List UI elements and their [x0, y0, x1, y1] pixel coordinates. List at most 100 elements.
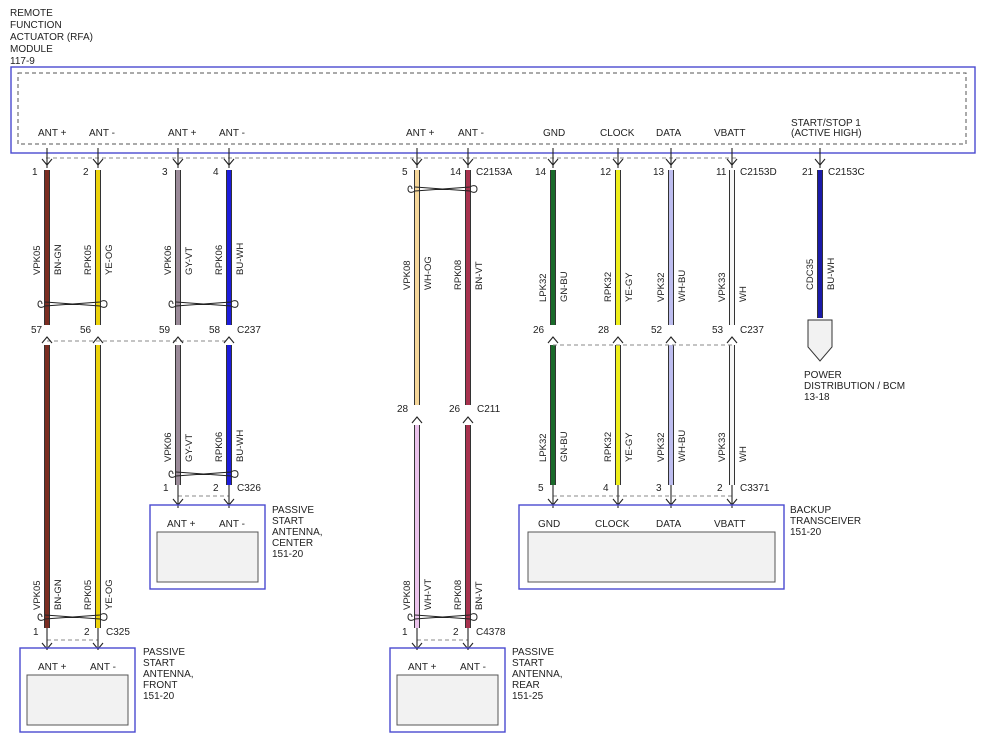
rfa-module-box[interactable]	[10, 66, 976, 154]
wire-color-label: YE-OG	[104, 244, 115, 275]
pin-number: 2	[83, 167, 89, 178]
antenna-front-label-line: 151-20	[143, 691, 175, 702]
wire-color-label: YE-GY	[624, 272, 635, 302]
rfa-pin-label: DATA	[656, 128, 682, 139]
twist-marker	[407, 613, 478, 621]
pin-line	[223, 148, 235, 168]
connector-name-c237-right: C237	[740, 325, 764, 336]
pin-number: 1	[163, 483, 169, 494]
wire-color-label: WH-OG	[423, 256, 434, 290]
c326-pins: 1 2 C326	[163, 483, 261, 508]
pin-line	[462, 148, 474, 168]
wire-circuit-label: LPK32	[538, 273, 549, 302]
wire-circuit-label: RPK05	[83, 245, 94, 275]
pin-arrow	[41, 336, 53, 344]
pin-line	[41, 148, 53, 168]
wire-color-label: GY-VT	[184, 247, 195, 275]
pin-number: 3	[162, 167, 168, 178]
twist-marker	[168, 300, 239, 308]
antenna-center-box[interactable]	[149, 504, 266, 590]
backup-transceiver-label: BACKUP TRANSCEIVER 151-20	[790, 505, 861, 538]
wire-circuit-label: VPK33	[717, 272, 728, 302]
backup-transceiver-pin-label: CLOCK	[595, 519, 630, 530]
wire-color-label: YE-GY	[624, 432, 635, 462]
top-connector-pins: 1 2 3 4 5 14 14 12 13 11 21 C2153A C2153…	[32, 167, 865, 178]
wire-circuit-label: VPK08	[402, 260, 413, 290]
pin-line	[726, 148, 738, 168]
antenna-center-body	[156, 531, 259, 583]
c237-pins: 57 56 59 58 C237 26 28 52 53 C237 28 26 …	[31, 325, 764, 415]
antenna-rear-label: PASSIVE START ANTENNA, REAR 151-25	[512, 647, 563, 702]
upper-wire-labels: VPK05 BN-GN RPK05 YE-OG VPK06 GY-VT RPK0…	[32, 243, 837, 302]
rfa-pin-labels: ANT + ANT - ANT + ANT - ANT + ANT - GND …	[38, 118, 862, 139]
wire-circuit-label: LPK32	[538, 433, 549, 462]
rfa-label-line: ACTUATOR (RFA)	[10, 32, 93, 43]
wire-color-label: YE-OG	[104, 579, 115, 610]
rfa-pin-label: GND	[543, 128, 565, 139]
pin-number: 26	[533, 325, 545, 336]
pin-arrow	[92, 336, 104, 344]
antenna-rear-body	[396, 674, 499, 726]
antenna-rear-label-line: PASSIVE	[512, 647, 554, 658]
connector-name-c211: C211	[477, 404, 501, 415]
antenna-front-pin-label: ANT -	[90, 662, 116, 673]
antenna-center-label: PASSIVE START ANTENNA, CENTER 151-20	[272, 505, 323, 560]
pin-number: 57	[31, 325, 43, 336]
wire-color-label: WH	[738, 286, 749, 302]
power-label-line: DISTRIBUTION / BCM	[804, 381, 905, 392]
pin-number: 11	[716, 167, 727, 178]
wire-circuit-label: RPK06	[214, 432, 225, 462]
wire-color-label: GN-BU	[559, 431, 570, 462]
antenna-front-box[interactable]	[19, 647, 136, 733]
antenna-rear-pin-label: ANT +	[408, 662, 437, 673]
connector-name-c2153a: C2153A	[476, 167, 512, 178]
wire-color-label: BU-WH	[826, 258, 837, 290]
pin-line	[814, 148, 826, 168]
wire-circuit-label: RPK32	[603, 272, 614, 302]
rfa-label-line: REMOTE	[10, 8, 53, 19]
rfa-pin-label: ANT -	[89, 128, 115, 139]
backup-transceiver-box[interactable]	[518, 504, 785, 590]
backup-transceiver-pin-label: VBATT	[714, 519, 745, 530]
rfa-label-line: FUNCTION	[10, 20, 62, 31]
pin-number: 1	[402, 627, 408, 638]
pin-number: 13	[653, 167, 665, 178]
antenna-center-label-line: PASSIVE	[272, 505, 314, 516]
pin-arrow	[665, 336, 677, 344]
wire-circuit-label: VPK05	[32, 580, 43, 610]
pin-number: 28	[397, 404, 409, 415]
pin-number: 56	[80, 325, 92, 336]
c237-arrows	[41, 336, 738, 424]
start-stop-label: START/STOP 1	[791, 118, 861, 129]
rfa-pin-label: ANT +	[168, 128, 197, 139]
pin-line	[172, 148, 184, 168]
antenna-center-label-line: 151-20	[272, 549, 304, 560]
rfa-label-line: MODULE	[10, 44, 53, 55]
pin-number: 21	[802, 167, 814, 178]
twist-marker	[168, 470, 239, 478]
connector-name-c325: C325	[106, 627, 130, 638]
rfa-pin-label: CLOCK	[600, 128, 635, 139]
antenna-center-pin-label: ANT -	[219, 519, 245, 530]
pin-arrow	[223, 336, 235, 344]
twist-marker	[37, 300, 108, 308]
pin-arrow	[172, 336, 184, 344]
antenna-front-label-line: PASSIVE	[143, 647, 185, 658]
pin-number: 26	[449, 404, 461, 415]
wire-circuit-label: VPK08	[402, 580, 413, 610]
antenna-front-label-line: ANTENNA,	[143, 669, 194, 680]
antenna-rear-label-line: ANTENNA,	[512, 669, 563, 680]
pin-number: 2	[84, 627, 90, 638]
pin-number: 12	[600, 167, 612, 178]
antenna-rear-label-line: START	[512, 658, 544, 669]
pin-arrow	[547, 336, 559, 344]
rfa-pin-label: ANT -	[219, 128, 245, 139]
wire-circuit-label: VPK06	[163, 245, 174, 275]
pin-line	[92, 148, 104, 168]
wire-color-label: WH-BU	[677, 430, 688, 462]
antenna-rear-box[interactable]	[389, 647, 506, 733]
pin-number: 4	[213, 167, 219, 178]
pin-number: 1	[32, 167, 38, 178]
pin-line	[411, 148, 423, 168]
pin-number: 2	[717, 483, 723, 494]
